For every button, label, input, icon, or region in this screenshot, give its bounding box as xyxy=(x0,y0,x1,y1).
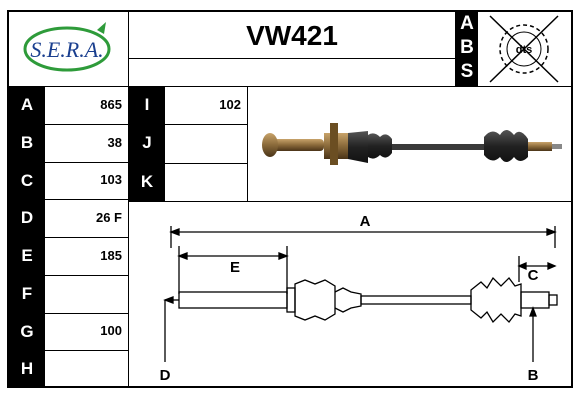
spec-value: 26 F xyxy=(95,210,122,226)
spec-letter: J xyxy=(129,124,165,163)
abs-letter-s: S xyxy=(460,61,474,82)
spec-row-a: A 865 xyxy=(9,86,128,124)
spec-row-j: J xyxy=(129,124,247,163)
spec-letter: H xyxy=(9,350,45,388)
spec-row-i: I 102 xyxy=(129,86,247,125)
spec-letter: I xyxy=(129,86,165,125)
abs-column: A B S xyxy=(456,12,478,86)
spec-row-k: K xyxy=(129,162,247,201)
dts-cell: dts xyxy=(478,12,571,86)
abs-letter-a: A xyxy=(460,13,474,34)
spec-value: 103 xyxy=(100,172,122,188)
spec-value: 185 xyxy=(100,247,122,263)
dimension-label-c: C xyxy=(528,267,539,284)
logo-cell: S.E.R.A. xyxy=(9,12,128,86)
spec-row-d: D 26 F xyxy=(9,199,128,237)
spec-letter: B xyxy=(9,123,45,162)
spec-value: 100 xyxy=(100,323,122,339)
spec-letter: G xyxy=(9,312,45,351)
spec-row-b: B 38 xyxy=(9,123,128,162)
part-reference: VW421 xyxy=(246,20,338,51)
spec-row-e: E 185 xyxy=(9,237,128,275)
drive-shaft-diagram: A E C D B xyxy=(160,213,558,384)
spec-value: 865 xyxy=(100,96,122,112)
dimension-label-d: D xyxy=(160,367,171,384)
spec-letter: A xyxy=(9,86,45,124)
spec-row-g: G 100 xyxy=(9,312,128,351)
spec-row-h: H xyxy=(9,350,128,388)
dimension-label-e: E xyxy=(230,259,240,276)
spec-letter: C xyxy=(9,161,45,200)
dimension-label-b: B xyxy=(528,367,539,384)
spec-value: 38 xyxy=(107,134,122,150)
sera-logo: S.E.R.A. xyxy=(23,22,111,72)
reference-cell: VW421 xyxy=(129,12,455,58)
logo-text: S.E.R.A. xyxy=(30,37,103,62)
dimension-label-a: A xyxy=(360,213,371,230)
spec-letter: E xyxy=(9,237,45,275)
dts-crossed-ring-icon: dts xyxy=(489,15,559,83)
drive-shaft-photo xyxy=(262,123,562,165)
spec-value: 102 xyxy=(219,97,241,113)
dimension-drawing: A E C D B xyxy=(129,202,571,388)
spec-row-c: C 103 xyxy=(9,161,128,200)
spec-letter: K xyxy=(129,162,165,201)
product-photo xyxy=(248,87,571,201)
abs-letter-b: B xyxy=(460,37,474,58)
spec-letter: F xyxy=(9,274,45,313)
dts-label: dts xyxy=(516,44,533,56)
spec-letter: D xyxy=(9,199,45,237)
spec-row-f: F xyxy=(9,274,128,313)
